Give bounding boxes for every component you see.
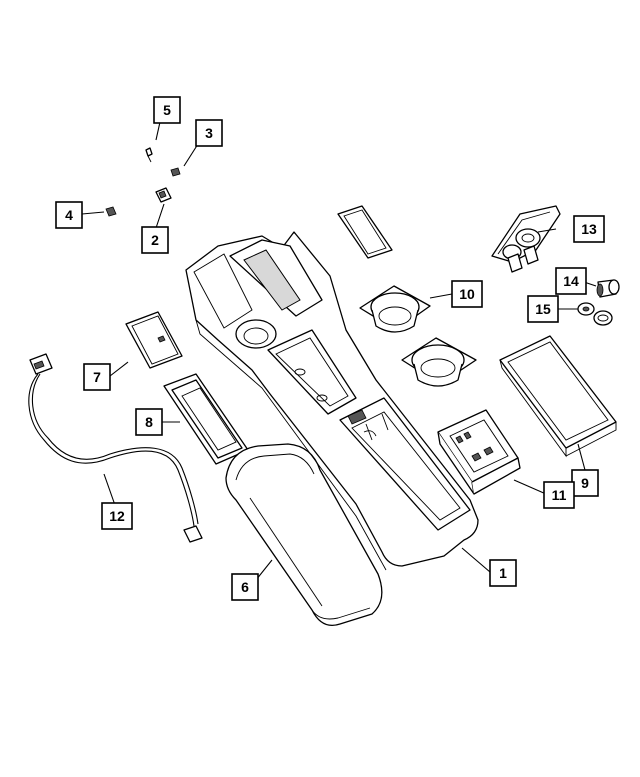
part-cupholder-lower [401,337,477,387]
part-switch-bezel [437,409,521,495]
part-console-body [185,231,479,571]
part-power-sockets [577,302,613,326]
callout-13-label: 13 [581,221,597,237]
part-nut [105,206,117,217]
callout-9-label: 9 [581,475,589,491]
callout-9: 9 [571,469,599,497]
part-mat [125,311,183,369]
callout-11-label: 11 [552,487,567,503]
callout-3-label: 3 [205,125,213,141]
callout-2-label: 2 [151,232,159,248]
callout-3: 3 [195,119,223,147]
part-clip [170,167,181,177]
callout-15-label: 15 [535,301,551,317]
callout-5: 5 [153,96,181,124]
part-storage-tray [163,373,249,465]
callout-4-label: 4 [65,207,73,223]
callout-8: 8 [135,408,163,436]
callout-10: 10 [451,280,483,308]
part-bin-cover [337,205,393,259]
part-power-outlet-bracket [491,205,561,273]
callout-2: 2 [141,226,169,254]
callout-11: 11 [543,481,575,509]
callout-1-label: 1 [499,565,507,581]
part-lighter [596,279,620,298]
part-cupholder-upper [359,285,431,333]
callout-14: 14 [555,267,587,295]
callout-6: 6 [231,573,259,601]
callout-6-label: 6 [241,579,249,595]
callout-8-label: 8 [145,414,153,430]
callout-12: 12 [101,502,133,530]
part-trim-panel [499,335,617,458]
callout-10-label: 10 [459,286,475,302]
part-armrest-lid [225,443,383,627]
part-screw [145,147,153,163]
callout-1: 1 [489,559,517,587]
callout-5-label: 5 [163,102,171,118]
callout-14-label: 14 [563,273,579,289]
part-wiring-harness [28,353,203,543]
callout-7-label: 7 [93,369,101,385]
callout-13: 13 [573,215,605,243]
callout-7: 7 [83,363,111,391]
callout-12-label: 12 [109,508,125,524]
callout-4: 4 [55,201,83,229]
callout-15: 15 [527,295,559,323]
part-switch [155,187,172,203]
